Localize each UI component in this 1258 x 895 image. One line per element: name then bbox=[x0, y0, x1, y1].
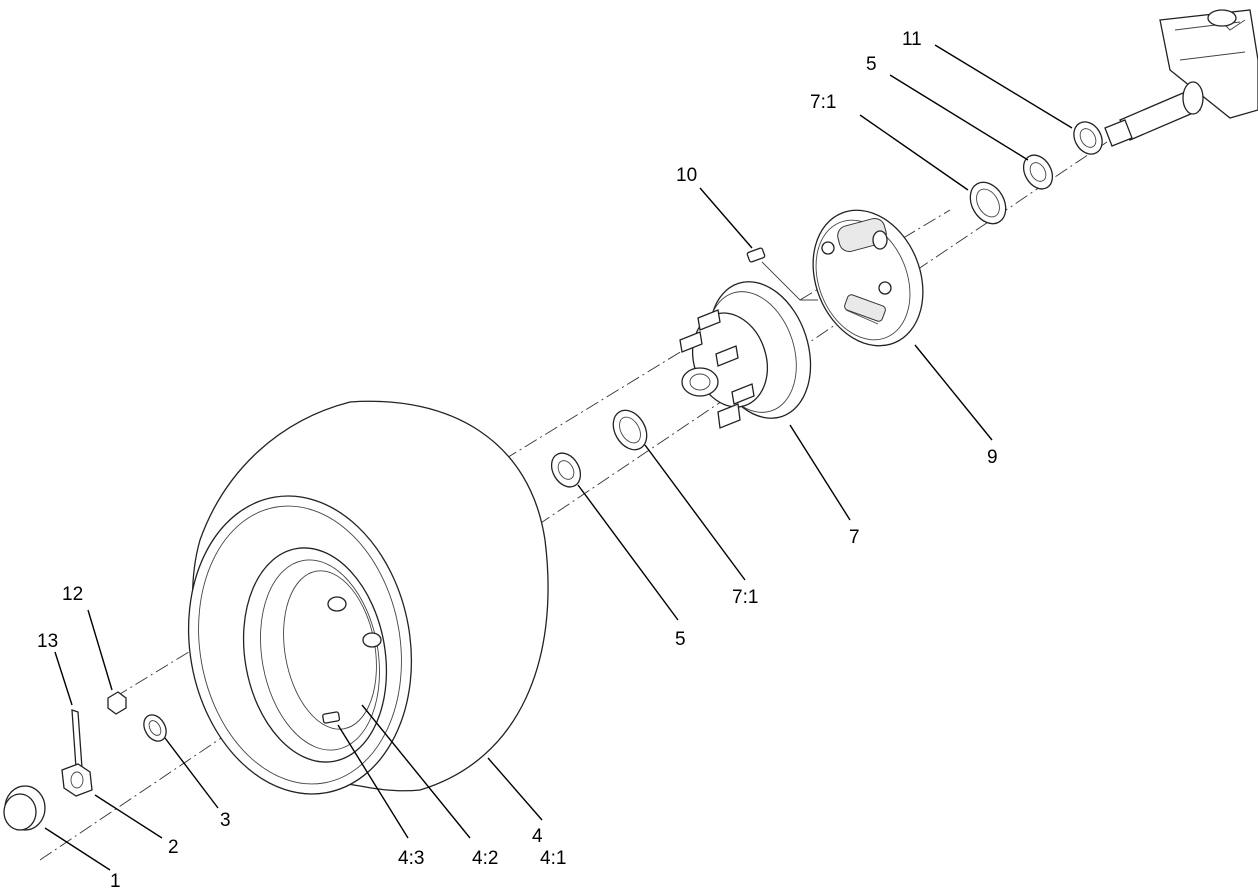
leader-line-12 bbox=[87, 609, 113, 691]
assembly-axis-main bbox=[39, 139, 1111, 861]
callout-label-7: 7 bbox=[849, 527, 860, 548]
leader-line-4 bbox=[487, 757, 543, 821]
callout-label-4-1: 4:1 bbox=[540, 848, 566, 869]
leader-line-7-1-lower bbox=[644, 444, 746, 581]
callout-labels: 1 2 3 4 4:1 4:2 4:3 5 5 7:1 7:1 7 9 10 1… bbox=[37, 29, 998, 892]
castle-nut-part-2 bbox=[61, 763, 93, 797]
leader-line-2 bbox=[94, 794, 163, 839]
leader-line-4-3 bbox=[337, 724, 409, 839]
bearing-part-5-lower bbox=[550, 452, 582, 488]
washer-part-11 bbox=[1073, 121, 1103, 155]
cotter-pin-part-13 bbox=[71, 709, 83, 769]
leader-line-5-upper bbox=[889, 74, 1029, 161]
hub-part-7 bbox=[679, 281, 812, 429]
callout-label-3: 3 bbox=[220, 810, 231, 831]
leader-line-9 bbox=[914, 344, 993, 441]
callout-label-5-upper: 5 bbox=[866, 54, 877, 75]
callout-label-4: 4 bbox=[532, 826, 543, 847]
callout-label-13: 13 bbox=[37, 631, 58, 652]
callout-label-4-3: 4:3 bbox=[398, 848, 424, 869]
nut-part-12 bbox=[107, 691, 127, 715]
brake-assembly-part-9 bbox=[812, 209, 924, 347]
callout-label-7-1-lower: 7:1 bbox=[732, 587, 758, 608]
callout-label-7-1-upper: 7:1 bbox=[810, 92, 836, 113]
spindle-part bbox=[1104, 9, 1258, 147]
leader-line-3 bbox=[164, 737, 219, 809]
leader-line-13 bbox=[54, 651, 73, 706]
callout-label-10: 10 bbox=[676, 165, 697, 186]
leader-line-4-2 bbox=[361, 704, 471, 839]
leader-line-1 bbox=[44, 827, 111, 871]
leader-lines bbox=[44, 44, 1073, 871]
bearing-part-5-upper bbox=[1022, 154, 1054, 190]
leader-line-10 bbox=[699, 187, 753, 249]
callout-label-1: 1 bbox=[110, 871, 121, 892]
leader-line-5-lower bbox=[577, 484, 679, 621]
washer-part-3 bbox=[143, 714, 167, 742]
race-part-7-1-lower bbox=[612, 409, 648, 451]
callout-label-11: 11 bbox=[902, 29, 922, 50]
callout-label-2: 2 bbox=[168, 837, 179, 858]
leader-line-7-1-upper bbox=[859, 114, 969, 191]
callout-label-12: 12 bbox=[62, 584, 83, 605]
race-part-7-1-upper bbox=[969, 181, 1007, 225]
callout-label-4-2: 4:2 bbox=[472, 848, 498, 869]
cap-part-1 bbox=[3, 785, 46, 831]
callout-label-5-lower: 5 bbox=[675, 629, 686, 650]
callout-label-9: 9 bbox=[987, 447, 998, 468]
wheel-assembly-part-4 bbox=[187, 400, 549, 795]
leader-line-7 bbox=[789, 424, 851, 521]
bolt-part-10 bbox=[746, 247, 818, 301]
leader-line-11 bbox=[934, 44, 1073, 129]
